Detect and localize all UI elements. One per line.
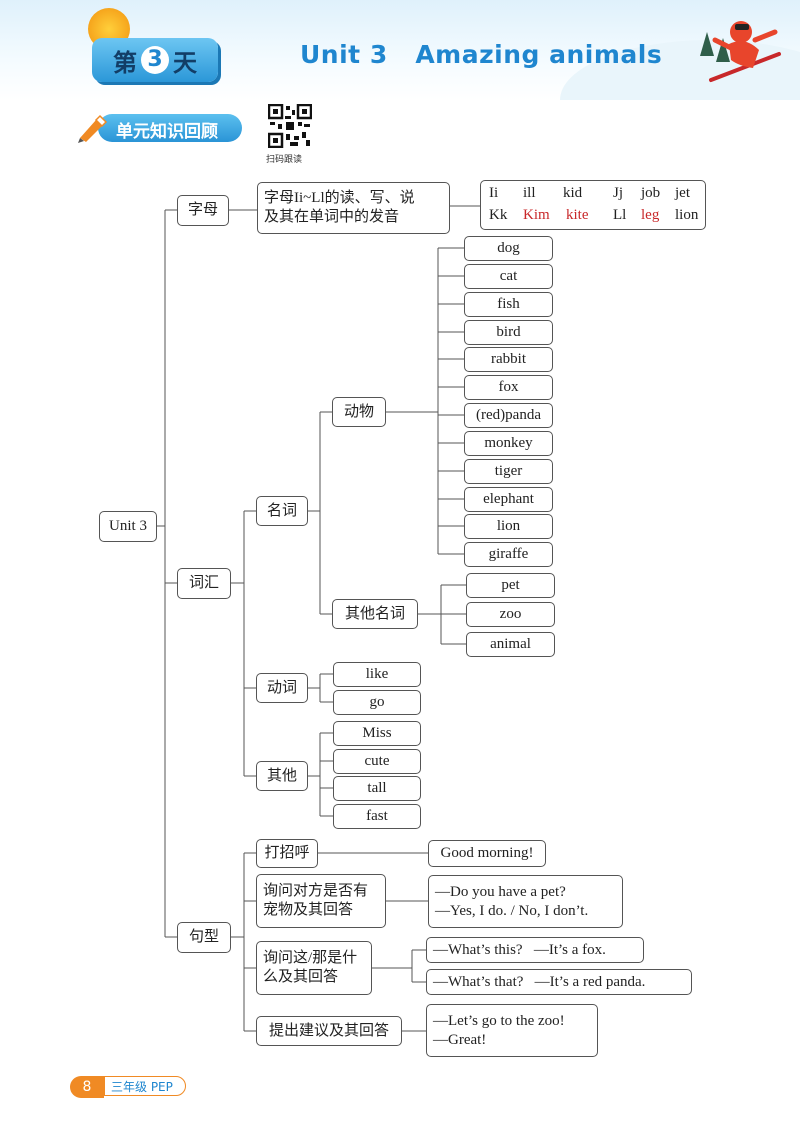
day-prefix: 第 — [113, 48, 137, 77]
letter-word: Jj — [613, 185, 624, 201]
word-item: animal — [466, 632, 555, 657]
word-item: go — [333, 690, 421, 715]
qr-code-icon[interactable] — [268, 104, 312, 148]
node-greeting: 打招呼 — [256, 839, 318, 868]
letters-description-line2: 及其在单词中的发音 — [264, 209, 400, 225]
node-nouns: 名词 — [256, 496, 308, 526]
sentence-what-that: —What’s that? —It’s a red panda. — [426, 969, 692, 995]
node-others: 其他 — [256, 761, 308, 791]
qr-caption: 扫码跟读 — [266, 155, 303, 165]
section-tag: 单元知识回顾 — [76, 112, 244, 144]
sentence-pet: —Do you have a pet? —Yes, I do. / No, I … — [428, 875, 623, 928]
word-item: zoo — [466, 602, 555, 627]
sentence-line: —Yes, I do. / No, I don’t. — [435, 902, 589, 919]
word-item: tall — [333, 776, 421, 801]
letter-word-highlight: Kim — [523, 207, 550, 223]
node-verbs: 动词 — [256, 673, 308, 703]
letter-word-highlight: leg — [641, 207, 660, 223]
node-vocabulary: 词汇 — [177, 568, 231, 599]
node-root: Unit 3 — [99, 511, 157, 542]
node-sentence-patterns: 句型 — [177, 922, 231, 953]
letter-word-highlight: kite — [566, 207, 589, 223]
day-number: 3 — [141, 46, 169, 74]
sentence-line: —Do you have a pet? — [435, 883, 566, 900]
word-item: fish — [464, 292, 553, 317]
word-item: lion — [464, 514, 553, 539]
sentence-greeting: Good morning! — [428, 840, 546, 867]
day-badge: 第 3 天 — [92, 38, 218, 82]
letter-word: job — [641, 185, 661, 201]
node-suggestion: 提出建议及其回答 — [256, 1016, 402, 1046]
ask-what-label-line2: 么及其回答 — [263, 969, 339, 985]
word-item: fast — [333, 804, 421, 829]
word-item: bird — [464, 320, 553, 345]
node-letters-description: 字母Ii~Ll的读、写、说 及其在单词中的发音 — [257, 182, 450, 234]
letter-word: Kk — [489, 207, 508, 223]
letter-word: Ii — [489, 185, 499, 201]
letter-word: kid — [563, 185, 583, 201]
node-letters: 字母 — [177, 195, 229, 226]
word-item: dog — [464, 236, 553, 261]
node-letters-examples: Ii ill kid Jj job jet Kk Kim kite Ll leg… — [480, 180, 706, 230]
node-other-nouns: 其他名词 — [332, 599, 418, 629]
sentence-what-this: —What’s this? —It’s a fox. — [426, 937, 644, 963]
sentence-line: —Great! — [433, 1031, 487, 1048]
skier-illustration-icon — [709, 21, 781, 82]
section-pill — [98, 114, 242, 142]
word-item: cat — [464, 264, 553, 289]
word-item: (red)panda — [464, 403, 553, 428]
word-item: pet — [466, 573, 555, 598]
word-item: like — [333, 662, 421, 687]
word-item: Miss — [333, 721, 421, 746]
word-item: giraffe — [464, 542, 553, 567]
sentence-suggestion: —Let’s go to the zoo! —Great! — [426, 1004, 598, 1057]
node-ask-what: 询问这/那是什 么及其回答 — [256, 941, 372, 995]
unit-title: Unit 3 Amazing animals — [300, 40, 663, 69]
letter-word: jet — [675, 185, 690, 201]
day-suffix: 天 — [173, 48, 197, 77]
letter-word: Ll — [613, 207, 627, 223]
fox-pencil-icon — [78, 114, 108, 143]
node-ask-pet: 询问对方是否有 宠物及其回答 — [256, 874, 386, 928]
sentence-line: —Let’s go to the zoo! — [433, 1012, 565, 1029]
word-item: monkey — [464, 431, 553, 456]
ask-pet-label-line1: 询问对方是否有 — [263, 883, 369, 900]
letter-word: ill — [523, 185, 536, 201]
node-animals: 动物 — [332, 397, 386, 427]
word-item: fox — [464, 375, 553, 400]
letter-word: lion — [675, 207, 699, 223]
page-number: 8 — [70, 1076, 104, 1098]
ask-pet-label-line2: 宠物及其回答 — [263, 902, 354, 918]
tree-icon — [700, 32, 714, 56]
letters-description-line1: 字母Ii~Ll的读、写、说 — [264, 190, 415, 207]
section-title: 单元知识回顾 — [116, 122, 218, 142]
word-item: cute — [333, 749, 421, 774]
ask-what-label-line1: 询问这/那是什 — [263, 950, 358, 967]
word-item: tiger — [464, 459, 553, 484]
grade-label: 三年级 PEP — [104, 1076, 186, 1096]
word-item: rabbit — [464, 347, 553, 372]
header-banner: 第 3 天 Unit 3 Amazing animals — [0, 0, 800, 100]
word-item: elephant — [464, 487, 553, 512]
